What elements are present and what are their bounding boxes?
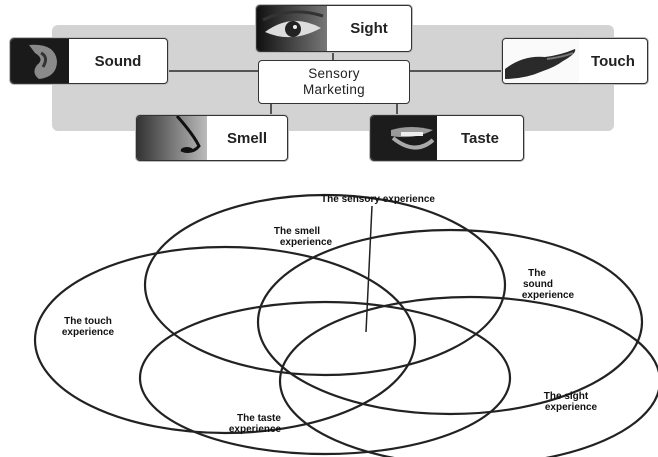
label-sensory-experience: The sensory experience (321, 194, 435, 205)
sensory-pointer-line (365, 205, 373, 333)
node-smell: Smell (136, 115, 288, 161)
node-touch: Touch (502, 38, 648, 84)
nose-photo-icon (137, 116, 207, 160)
node-label-smell: Smell (226, 129, 268, 147)
hand-photo-icon (503, 39, 579, 83)
mouth-photo-icon (371, 116, 437, 160)
circle-taste (138, 300, 512, 456)
circle-sight (278, 295, 658, 457)
node-label-touch: Touch (591, 52, 635, 70)
connector-taste-v (396, 102, 398, 116)
center-label-line1: Sensory (308, 66, 360, 81)
label-sound-3: experience (522, 290, 575, 301)
ear-photo-icon (11, 39, 69, 83)
label-taste-2: experience (229, 424, 282, 435)
sensory-experience-venn: The sensory experience The smell experie… (33, 193, 658, 457)
node-sound: Sound (10, 38, 168, 84)
label-sound-2: sound (523, 279, 553, 290)
eye-photo-icon (257, 6, 327, 51)
node-label-sound: Sound (94, 52, 142, 70)
node-label-taste: Taste (460, 129, 500, 147)
label-smell-1: The smell (274, 226, 320, 237)
connector-sound (166, 70, 258, 72)
circle-touch (33, 245, 417, 435)
center-label-line2: Marketing (303, 82, 365, 97)
label-sound-1: The (528, 268, 546, 279)
circle-sound (256, 228, 644, 416)
label-touch-1: The touch (64, 316, 112, 327)
connector-touch (408, 70, 504, 72)
center-node-sensory-marketing: Sensory Marketing (258, 60, 410, 104)
label-taste-1: The taste (237, 413, 281, 424)
node-label-sight: Sight (350, 20, 388, 37)
label-sight-1: The sight (544, 391, 589, 402)
node-sight: Sight (256, 5, 412, 52)
connector-sight (332, 50, 334, 60)
label-touch-2: experience (62, 327, 115, 338)
label-smell-2: experience (280, 237, 333, 248)
circle-smell (143, 193, 507, 377)
node-taste: Taste (370, 115, 524, 161)
label-sight-2: experience (545, 402, 598, 413)
connector-smell-v (270, 102, 272, 116)
